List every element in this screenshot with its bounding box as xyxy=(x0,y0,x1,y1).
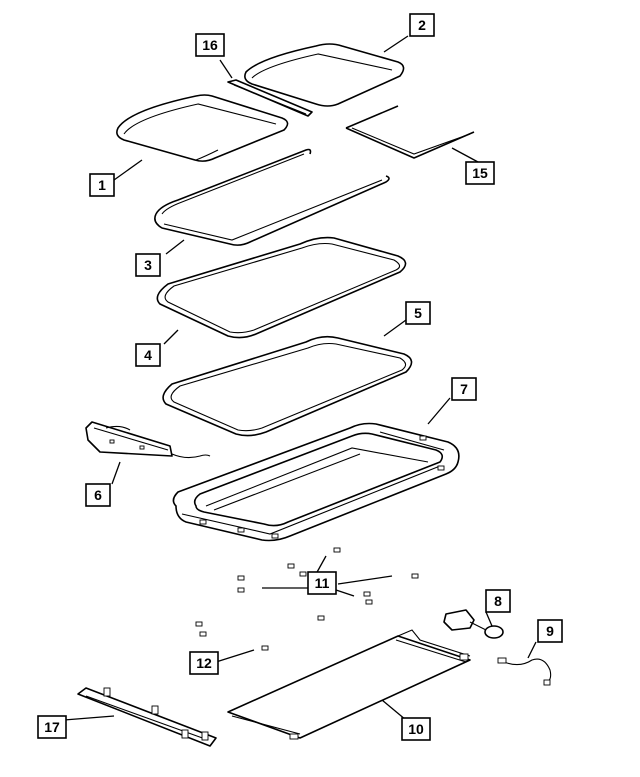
part-5-outer-frame-seal xyxy=(162,335,413,437)
callout-label: 9 xyxy=(546,623,554,639)
part-12-clips xyxy=(195,621,269,651)
callout-4: 4 xyxy=(135,343,161,367)
part-15-rear-seal-strip xyxy=(345,105,475,159)
callout-10: 10 xyxy=(401,717,431,741)
callout-8: 8 xyxy=(485,589,511,613)
part-3-seal xyxy=(154,148,390,246)
callout-label: 3 xyxy=(144,257,152,273)
callout-label: 15 xyxy=(472,165,488,181)
part-7-sunroof-frame xyxy=(172,422,460,542)
callout-label: 6 xyxy=(94,487,102,503)
callout-3: 3 xyxy=(135,253,161,277)
callout-label: 5 xyxy=(414,305,422,321)
callout-label: 11 xyxy=(315,575,330,591)
callout-5: 5 xyxy=(405,301,431,325)
callout-label: 7 xyxy=(460,381,468,397)
part-16-deflector-strip xyxy=(227,79,313,117)
part-9-wiring-harness xyxy=(497,657,552,686)
callout-label: 16 xyxy=(202,37,218,53)
callout-17: 17 xyxy=(37,715,67,739)
callout-9: 9 xyxy=(537,619,563,643)
callout-label: 2 xyxy=(418,17,426,33)
callout-label: 8 xyxy=(494,593,502,609)
callout-6: 6 xyxy=(85,483,111,507)
callout-2: 2 xyxy=(409,13,435,37)
callout-12: 12 xyxy=(189,651,219,675)
part-1-front-glass-panel xyxy=(116,94,289,162)
callout-1: 1 xyxy=(89,173,115,197)
callout-label: 4 xyxy=(144,347,152,363)
callout-11: 11 xyxy=(307,571,337,595)
leader-lines xyxy=(63,35,537,721)
callout-label: 12 xyxy=(196,655,212,671)
callout-16: 16 xyxy=(195,33,225,57)
callout-label: 17 xyxy=(44,719,60,735)
part-11-clips xyxy=(237,547,419,621)
part-2-rear-glass-panel xyxy=(244,43,405,107)
callout-label: 1 xyxy=(98,177,106,193)
part-8-motor xyxy=(443,609,504,639)
part-10-sunshade xyxy=(227,629,471,740)
callout-label: 10 xyxy=(408,721,424,737)
callout-7: 7 xyxy=(451,377,477,401)
part-17-rear-rail xyxy=(77,687,217,747)
callout-15: 15 xyxy=(465,161,495,185)
part-6-wind-deflector xyxy=(85,421,211,459)
part-4-frame-seal xyxy=(156,236,407,339)
